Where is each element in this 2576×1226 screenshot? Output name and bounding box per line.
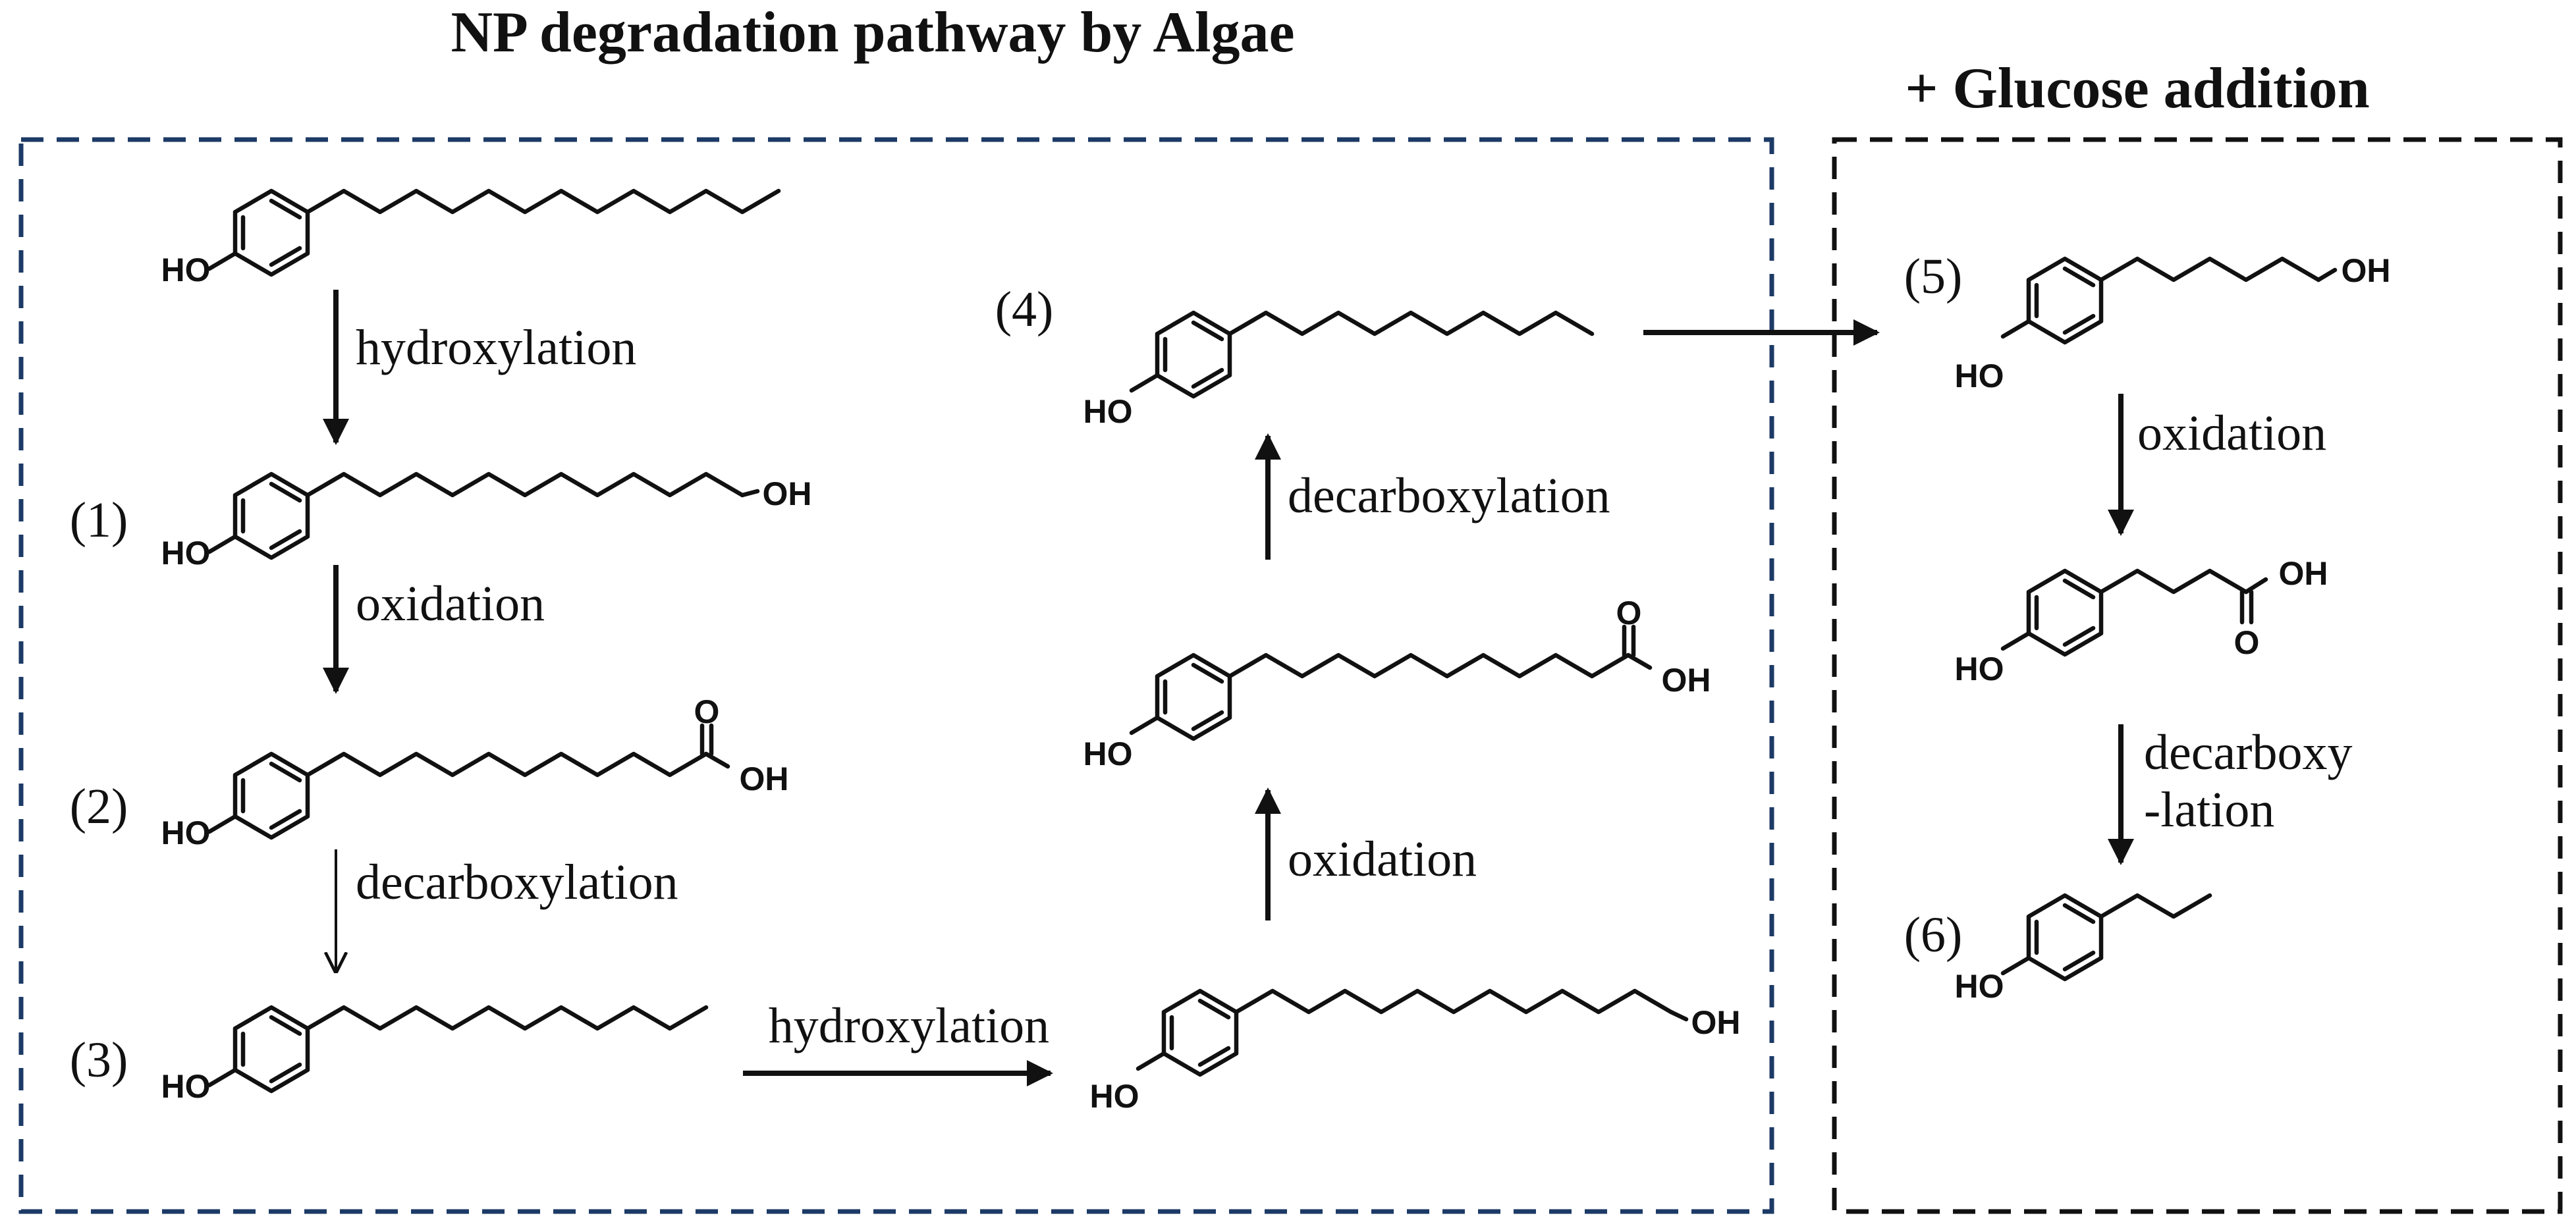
hydroxyl-label: HO	[1083, 393, 1133, 430]
hydroxyl-label: HO	[1955, 651, 2004, 687]
diagram-title: NP degradation pathway by Algae	[451, 1, 1294, 65]
hydroxyl-label: HO	[161, 1068, 211, 1105]
benzene-ring	[233, 471, 310, 560]
hydroxyl-label: OH	[1691, 1004, 1741, 1041]
hydroxyl-label: HO	[161, 814, 211, 851]
compound-5-structure: OH HO	[1955, 252, 2391, 394]
step-label-oxidation-3: oxidation	[2137, 406, 2326, 461]
compound-number-3: (3)	[70, 1032, 128, 1088]
benzene-ring	[2026, 568, 2104, 657]
step-label-decarboxylation-1: decarboxylation	[356, 855, 678, 910]
step-label-oxidation-2: oxidation	[1288, 832, 1477, 887]
benzene-ring	[1155, 310, 1232, 399]
alkyl-chain	[305, 1005, 709, 1031]
hydroxyl-label: HO	[1090, 1078, 1139, 1115]
hydroxyl-label: OH	[2342, 252, 2391, 289]
alkyl-chain	[1227, 310, 1595, 336]
step-label-hydroxylation-2: hydroxylation	[769, 998, 1049, 1053]
step-label-hydroxylation-1: hydroxylation	[356, 320, 636, 375]
hydroxyl-label: OH	[740, 760, 789, 797]
hydroxyl-label: OH	[763, 475, 812, 512]
carboxy-octylphenol-structure: O OH HO	[1083, 595, 1711, 772]
hydroxyl-label: OH	[2279, 555, 2328, 592]
benzene-ring	[2026, 256, 2104, 345]
compound-6-structure: HO	[1955, 893, 2212, 1005]
compound-2-structure: O OH HO	[161, 693, 789, 851]
algae-pathway-box	[18, 137, 1774, 1214]
hydroxyl-label: HO	[1955, 968, 2004, 1005]
benzene-ring	[233, 188, 310, 277]
benzene-ring	[233, 1005, 310, 1094]
hydroxyl-label: HO	[161, 252, 211, 288]
alkyl-chain	[2098, 893, 2212, 919]
compound-number-4: (4)	[995, 282, 1054, 337]
alkyl-chain	[2098, 256, 2321, 282]
hydroxyl-label: HO	[161, 535, 211, 572]
nonylphenol-structure: HO	[161, 188, 781, 288]
glucose-pathway-box	[1832, 137, 2563, 1214]
benzene-ring	[1155, 653, 1232, 741]
compound-1-structure: OH HO	[161, 471, 812, 572]
step-label-decarboxylation-3-line1: decarboxy	[2144, 725, 2353, 780]
glucose-title: + Glucose addition	[1905, 57, 2369, 120]
compound-3-structure: HO	[161, 1005, 709, 1105]
hydroxy-octylphenol-structure: OH HO	[1090, 988, 1741, 1115]
alkyl-chain	[1227, 653, 1631, 679]
oxygen-label: O	[2234, 624, 2260, 661]
benzene-ring	[2026, 893, 2104, 982]
oxygen-label: O	[1616, 595, 1642, 631]
alkyl-chain	[305, 471, 745, 498]
compound-4-structure: HO	[1083, 310, 1595, 430]
compound-number-6: (6)	[1904, 907, 1963, 963]
compound-number-1: (1)	[70, 493, 128, 548]
hydroxyl-label: HO	[1955, 358, 2004, 394]
benzene-ring	[1161, 988, 1239, 1077]
hydroxyl-label: HO	[1083, 735, 1133, 772]
alkyl-chain	[305, 751, 709, 778]
carboxy-propylphenol-structure: O OH HO	[1955, 555, 2328, 687]
alkyl-chain	[1234, 988, 1674, 1015]
compound-number-5: (5)	[1904, 249, 1963, 304]
alkyl-chain	[2098, 568, 2249, 595]
oxygen-label: O	[694, 693, 720, 730]
hydroxyl-label: OH	[1662, 662, 1711, 699]
alkyl-chain	[305, 188, 781, 215]
step-label-decarboxylation-3-line2: -lation	[2144, 782, 2274, 838]
step-label-oxidation-1: oxidation	[356, 576, 545, 631]
step-label-decarboxylation-2: decarboxylation	[1288, 468, 1610, 523]
benzene-ring	[233, 751, 310, 840]
compound-number-2: (2)	[70, 779, 128, 834]
